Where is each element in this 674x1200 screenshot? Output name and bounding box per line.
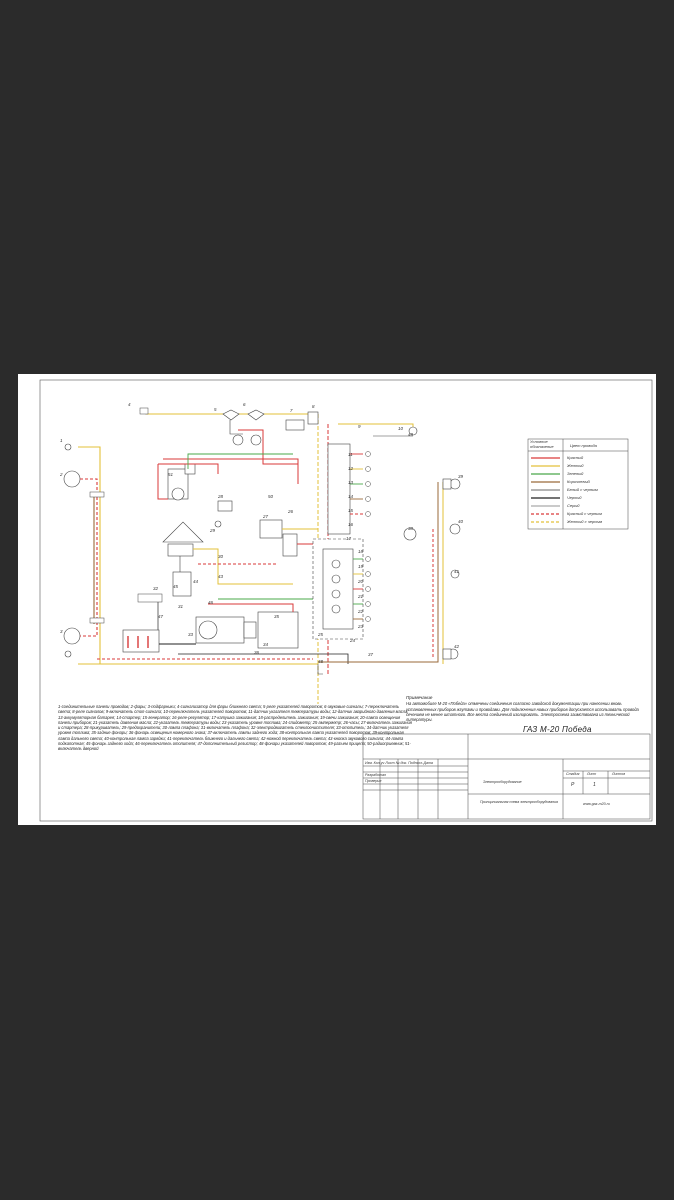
notes-title: Примечание xyxy=(406,695,433,700)
sheet-label: Лист xyxy=(587,772,597,776)
component-number: 37 xyxy=(368,652,374,657)
wiring-diagram xyxy=(39,379,653,822)
component-number: 14 xyxy=(348,494,354,499)
horn-group xyxy=(222,409,319,446)
component-number: 33 xyxy=(188,632,194,637)
component-number: 9 xyxy=(358,424,361,429)
connector-panels xyxy=(312,443,364,640)
legend-label: Коричневый xyxy=(567,479,590,484)
component-number: 43 xyxy=(218,574,224,579)
component-number: 4 xyxy=(128,402,131,407)
component-caption: 1-соединительные панели проводов; 2-фары… xyxy=(58,704,412,752)
component-number: 45 xyxy=(173,584,179,589)
right-harness xyxy=(318,435,444,664)
component-number: 38 xyxy=(408,526,414,531)
component-number: 50 xyxy=(268,494,274,499)
component-number: 8 xyxy=(312,404,315,409)
drawing-frame xyxy=(39,379,653,822)
component-number: 42 xyxy=(454,644,460,649)
headlamp-bottom-left xyxy=(63,627,81,645)
headlamp-top-left xyxy=(63,470,81,488)
component-number: 3 xyxy=(60,629,63,634)
component-number: 27 xyxy=(263,514,269,519)
component-number: 22 xyxy=(358,609,364,614)
component-number: 11 xyxy=(348,452,353,457)
title-block-row2: Проверил xyxy=(365,779,382,783)
site-url: www.gaz-m20.ru xyxy=(583,802,610,806)
component-number: 17 xyxy=(346,536,352,541)
component-number: 30 xyxy=(218,554,224,559)
component-number: 16 xyxy=(348,522,354,527)
component-number: 24 xyxy=(350,638,356,643)
component-number: 41 xyxy=(454,569,460,574)
notes-text: На автомобиле М-20 «Победа» отмечены сое… xyxy=(406,701,639,723)
legend-label: Зеленый xyxy=(567,471,584,476)
stage-value: Р xyxy=(571,782,575,788)
component-number: 51 xyxy=(168,472,174,477)
component-number: 13 xyxy=(348,480,354,485)
legend-lines xyxy=(531,457,560,523)
legend-label: Желтый xyxy=(567,463,584,468)
legend-label: Белый с черным xyxy=(567,487,598,492)
doc-name: Электрооборудование xyxy=(483,780,522,784)
component-number: 49 xyxy=(408,432,414,437)
component-number: 18 xyxy=(358,549,364,554)
component-number: 12 xyxy=(348,466,354,471)
component-number: 39 xyxy=(458,474,464,479)
stage-label: Стадия xyxy=(566,772,580,776)
component-number: 35 xyxy=(274,614,280,619)
title-block-left-header: Изм. Кол.уч Лист № док. Подпись Дата xyxy=(365,760,433,765)
component-number: 26 xyxy=(288,509,294,514)
component-number: 20 xyxy=(358,579,364,584)
component-number: 23 xyxy=(358,624,364,629)
component-number: 48 xyxy=(318,659,324,664)
legend-label: Красный с черным xyxy=(567,511,602,516)
legend-header-right: Цвет провода xyxy=(570,443,597,448)
component-number: 10 xyxy=(398,426,404,431)
left-harness xyxy=(78,446,318,665)
component-number: 46 xyxy=(208,600,214,605)
component-number: 47 xyxy=(158,614,164,619)
component-number: 44 xyxy=(193,579,199,584)
component-number: 25 xyxy=(318,632,324,637)
component-number: 5 xyxy=(214,407,217,412)
component-number: 31 xyxy=(178,604,184,609)
notes-block: Примечание На автомобиле М-20 «Победа» о… xyxy=(406,695,646,722)
title-block-row1: Разработал xyxy=(365,773,386,777)
component-number: 32 xyxy=(153,586,159,591)
legend-label: Желтый с черным xyxy=(567,519,603,524)
panel-wires xyxy=(350,453,363,620)
legend-label: Серый xyxy=(567,503,580,508)
drawing-title: ГАЗ М-20 Победа xyxy=(523,725,592,734)
fuel-gauge-group xyxy=(162,521,204,597)
left-lamps xyxy=(63,443,81,658)
component-number: 15 xyxy=(348,508,354,513)
distributor-group xyxy=(167,463,196,501)
sheet-value: 1 xyxy=(593,782,596,788)
component-number: 40 xyxy=(458,519,464,524)
component-number: 6 xyxy=(243,402,246,407)
legend-table xyxy=(527,438,629,530)
doc-subtitle: Принципиальная схема электрооборудования xyxy=(480,800,559,804)
component-number: 1 xyxy=(60,438,63,443)
component-number: 19 xyxy=(358,564,364,569)
right-lamps xyxy=(403,426,461,660)
component-number: 28 xyxy=(218,494,224,499)
component-number: 2 xyxy=(60,472,63,477)
component-number: 34 xyxy=(263,642,269,647)
regulator-group xyxy=(214,500,298,557)
component-number: 7 xyxy=(290,408,293,413)
starter-group xyxy=(122,611,299,653)
component-number: 29 xyxy=(210,528,216,533)
component-number: 21 xyxy=(358,594,364,599)
legend-label: Черный xyxy=(567,495,582,500)
legend-label: Красный xyxy=(567,455,584,460)
sheets-label: Листов xyxy=(612,772,626,776)
legend-header-left: Условное обозначение xyxy=(530,439,554,449)
title-block xyxy=(362,733,651,820)
component-number: 36 xyxy=(254,650,260,655)
